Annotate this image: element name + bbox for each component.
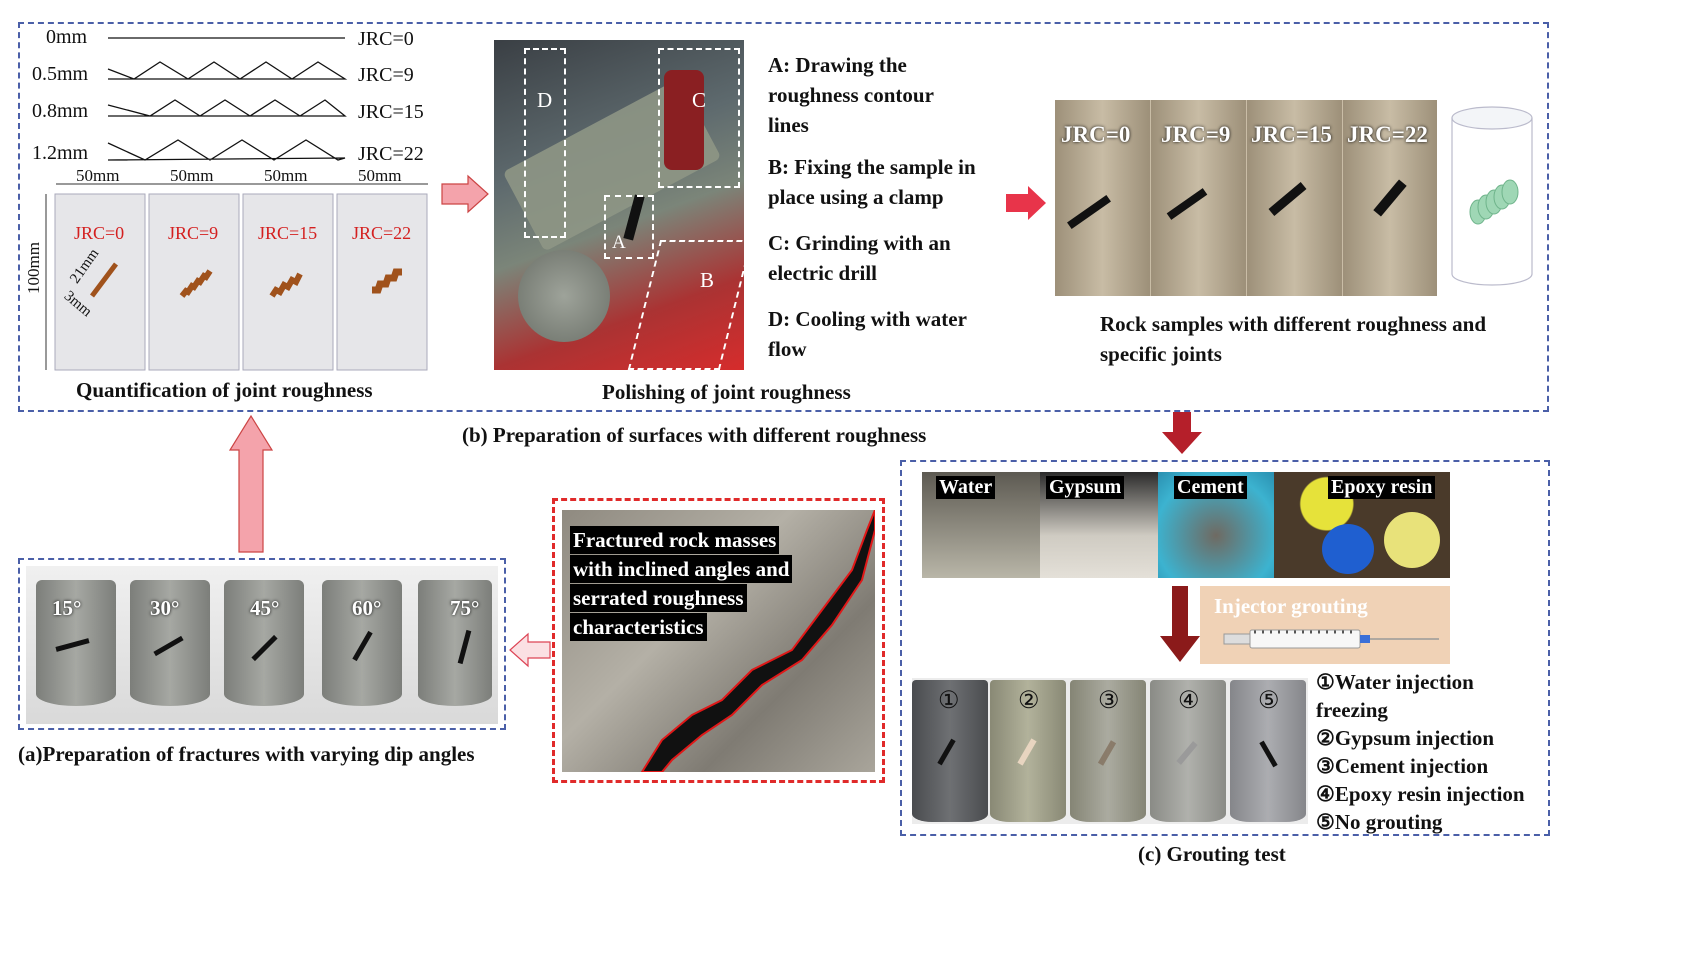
- photo-label-d: D: [537, 88, 553, 112]
- photo-label-b: B: [700, 268, 715, 292]
- field-line-4: characteristics: [570, 613, 707, 641]
- profile-jrc-3: JRC=22: [358, 143, 424, 165]
- angle-label-60: 60°: [352, 596, 382, 620]
- field-line-1: Fractured rock masses: [570, 526, 780, 554]
- arrow-down-icon: [1162, 412, 1202, 454]
- sample-label-2: JRC=15: [258, 223, 318, 243]
- sample-number-5: ⑤: [1258, 688, 1280, 714]
- profile-line-2: [107, 99, 347, 117]
- field-line-2: with inclined angles and: [570, 555, 793, 583]
- rock-label-1: JRC=9: [1161, 122, 1231, 147]
- legend-3: ③Cement injection: [1316, 754, 1489, 778]
- joint-jrc0: [90, 262, 118, 298]
- polish-caption: Polishing of joint roughness: [602, 380, 851, 404]
- angle-label-45: 45°: [250, 596, 280, 620]
- field-line-3: serrated roughness: [570, 584, 747, 612]
- width-label-3: 50mm: [264, 166, 308, 185]
- injector-photo: Injector grouting: [1200, 586, 1450, 664]
- rock-label-2: JRC=15: [1251, 122, 1332, 147]
- transparent-cylinder-icon: [1451, 106, 1533, 286]
- sample-number-1: ①: [938, 688, 960, 714]
- sample-number-4: ④: [1178, 688, 1200, 714]
- quant-caption: Quantification of joint roughness: [76, 378, 373, 402]
- angle-label-15: 15°: [52, 596, 82, 620]
- step-d: D: Cooling with water flow: [768, 307, 967, 361]
- photo-label-a: A: [612, 232, 626, 253]
- materials-photo: Water Gypsum Cement Epoxy resin: [922, 472, 1450, 578]
- angle-label-75: 75°: [450, 596, 480, 620]
- legend-1: ①Water injection: [1316, 670, 1474, 694]
- joint-jrc9: [179, 269, 213, 298]
- legend-1-cont: freezing: [1316, 698, 1388, 722]
- samples-caption: Rock samples with different roughness an…: [1100, 312, 1487, 366]
- width-label-1: 50mm: [76, 166, 120, 185]
- profile-amp-1: 0.5mm: [32, 63, 89, 85]
- polishing-photo: D C A B: [494, 40, 744, 370]
- width-label-2: 50mm: [170, 166, 214, 185]
- injector-label: Injector grouting: [1214, 594, 1368, 618]
- profile-amp-0: 0mm: [46, 26, 88, 48]
- profile-jrc-2: JRC=15: [358, 101, 424, 123]
- arrow-left-icon: [509, 632, 551, 668]
- height-label: 100mm: [23, 242, 43, 294]
- panel-a-caption: (a)Preparation of fractures with varying…: [18, 742, 475, 766]
- rock-label-3: JRC=22: [1347, 122, 1428, 147]
- legend-2: ②Gypsum injection: [1316, 726, 1495, 750]
- material-epoxy: Epoxy resin: [1328, 476, 1436, 499]
- material-water: Water: [936, 476, 996, 499]
- sample-label-1: JRC=9: [168, 223, 219, 243]
- profile-lines: [107, 37, 348, 161]
- panel-b-frame: [18, 22, 1549, 412]
- sample-number-3: ③: [1098, 688, 1120, 714]
- panel-b-caption: (b) Preparation of surfaces with differe…: [462, 423, 927, 447]
- profile-jrc-1: JRC=9: [358, 64, 414, 86]
- profile-amp-3: 1.2mm: [32, 142, 89, 164]
- photo-label-c: C: [692, 88, 707, 112]
- step-b: B: Fixing the sample in place using a cl…: [768, 155, 976, 209]
- material-gypsum: Gypsum: [1046, 476, 1125, 499]
- angle-label-30: 30°: [150, 596, 180, 620]
- rock-samples-photo: JRC=0 JRC=9 JRC=15 JRC=22: [1055, 100, 1437, 296]
- arrow-right-icon: [441, 174, 489, 214]
- dip-angle-samples-photo: 15° 30° 45° 60° 75°: [26, 566, 498, 724]
- joint-jrc22: [372, 268, 402, 294]
- field-photo-frame: [552, 498, 885, 783]
- width-label-4: 50mm: [358, 166, 402, 185]
- sample-label-0: JRC=0: [74, 223, 125, 243]
- profile-amp-2: 0.8mm: [32, 100, 89, 122]
- fractured-rock-photo: Fractured rock masses with inclined angl…: [562, 510, 875, 772]
- step-a: A: Drawing the roughness contour lines: [768, 53, 934, 137]
- profile-jrc-0: JRC=0: [358, 28, 414, 50]
- sample-number-2: ②: [1018, 688, 1040, 714]
- joint-jrc15: [269, 272, 303, 298]
- profile-line-3: [107, 139, 346, 161]
- legend-4: ④Epoxy resin injection: [1316, 782, 1525, 806]
- dimension-lines: [45, 183, 428, 371]
- rock-label-0: JRC=0: [1061, 122, 1131, 147]
- material-cement: Cement: [1174, 476, 1247, 499]
- panel-c-caption: (c) Grouting test: [1138, 842, 1286, 866]
- grouted-samples-photo: ① ② ③ ④ ⑤: [912, 678, 1308, 824]
- grouting-legend: ①Water injection freezing ②Gypsum inject…: [1316, 668, 1525, 836]
- arrow-down-dark-icon: [1160, 586, 1200, 662]
- panel-c-frame: [900, 460, 1550, 836]
- legend-5: ⑤No grouting: [1316, 810, 1443, 834]
- panel-a-frame: [18, 558, 506, 730]
- sample-label-3: JRC=22: [352, 223, 412, 243]
- arrow-up-icon: [228, 414, 274, 553]
- step-c: C: Grinding with an electric drill: [768, 231, 951, 285]
- profile-line-1: [107, 61, 348, 80]
- arrow-right-red-icon: [1006, 186, 1046, 220]
